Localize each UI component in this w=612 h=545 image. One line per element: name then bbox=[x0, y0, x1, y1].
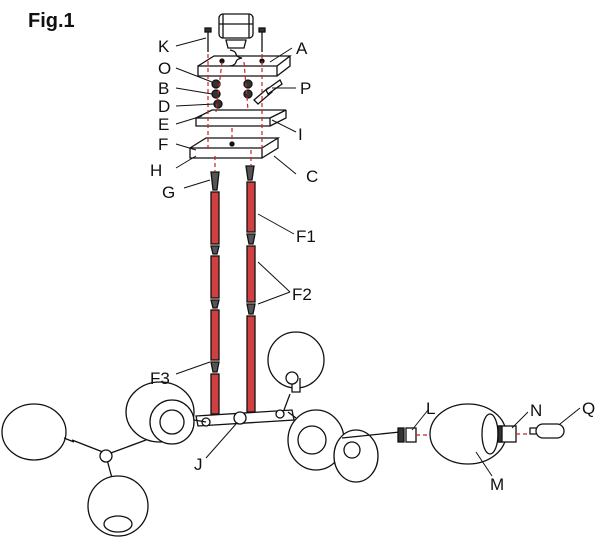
nuts-and-washers bbox=[211, 79, 283, 109]
globe-bottom-left bbox=[87, 475, 149, 537]
label-m: M bbox=[490, 475, 504, 494]
label-o: O bbox=[158, 59, 171, 78]
label-b: B bbox=[158, 79, 169, 98]
label-l: L bbox=[426, 399, 435, 418]
rod-right-f1 bbox=[246, 181, 256, 413]
screws-k bbox=[204, 27, 266, 52]
right-arm-assembly bbox=[397, 403, 565, 465]
label-p: P bbox=[300, 79, 311, 98]
mounting-plate-a bbox=[197, 55, 292, 77]
label-j: J bbox=[194, 455, 203, 474]
label-i: I bbox=[298, 125, 303, 144]
leader-lines bbox=[175, 37, 581, 477]
label-f2: F2 bbox=[292, 285, 312, 304]
label-g: G bbox=[162, 183, 175, 202]
globe-top bbox=[267, 331, 325, 411]
label-a: A bbox=[296, 39, 308, 58]
label-e: E bbox=[158, 115, 169, 134]
central-hub-j bbox=[195, 409, 295, 427]
globe-left bbox=[125, 381, 207, 445]
label-f3: F3 bbox=[150, 369, 170, 388]
label-f1: F1 bbox=[296, 227, 316, 246]
rod-left-f3 bbox=[210, 191, 220, 415]
label-d: D bbox=[158, 97, 170, 116]
label-k: K bbox=[158, 37, 170, 56]
label-f: F bbox=[158, 135, 168, 154]
assembly-guides bbox=[207, 54, 530, 436]
part-labels: K A O B P D E I F H C G F1 F2 F3 J L M N… bbox=[150, 37, 595, 494]
label-q: Q bbox=[582, 399, 595, 418]
globe-small-right bbox=[333, 429, 401, 483]
cross-bar-i bbox=[195, 109, 287, 127]
left-arm bbox=[71, 439, 147, 479]
canopy-plate-h bbox=[189, 137, 281, 159]
label-n: N bbox=[530, 401, 542, 420]
globe-center-right bbox=[287, 409, 345, 471]
canopy-cap bbox=[218, 13, 254, 67]
label-c: C bbox=[306, 167, 318, 186]
label-h: H bbox=[150, 161, 162, 180]
globe-far-left bbox=[1, 403, 75, 461]
figure-title: Fig.1 bbox=[28, 10, 75, 32]
